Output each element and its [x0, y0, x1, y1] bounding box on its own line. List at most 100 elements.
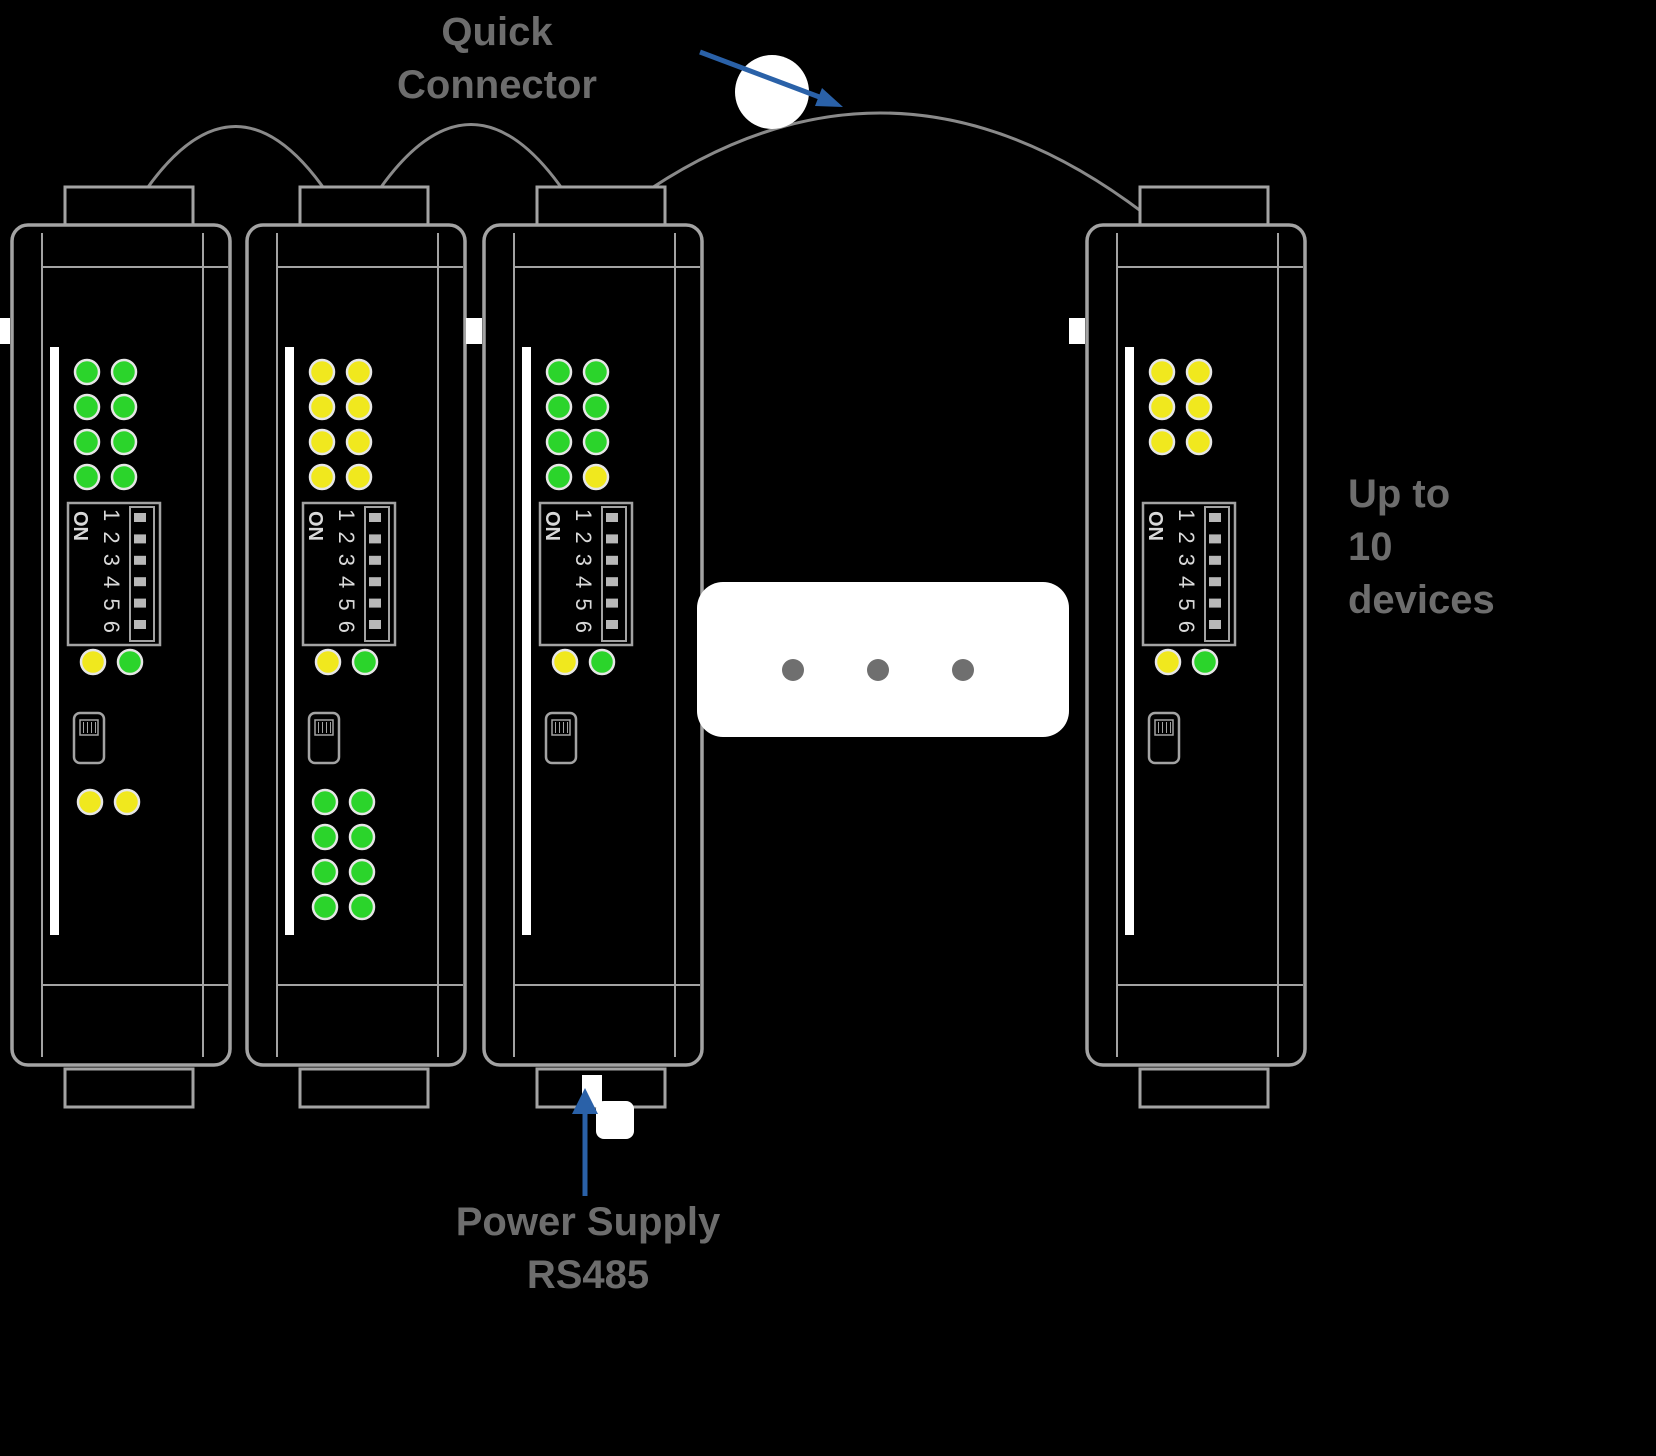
device-4: ON 1 2 3 4 5 6	[1069, 185, 1307, 1109]
led-green	[582, 358, 610, 386]
dip-on-label: ON	[1144, 511, 1166, 541]
dip-switch-tick	[606, 534, 618, 544]
led-yellow	[1154, 648, 1182, 676]
cable-arc-3	[589, 111, 1166, 236]
usb-connector	[72, 711, 106, 765]
ellipsis-dot-3	[952, 659, 974, 681]
dip-switch-tick	[606, 555, 618, 565]
connector-highlight-circle	[735, 55, 809, 129]
dip-numbers: 1 2 3 4 5 6	[99, 509, 124, 635]
led-yellow	[551, 648, 579, 676]
usb-pins-box	[314, 719, 334, 736]
ellipsis-dot-1	[782, 659, 804, 681]
dip-switch-block	[129, 506, 155, 642]
led-green	[311, 788, 339, 816]
mount-tab-bottom	[1138, 1067, 1270, 1109]
dip-switch-tick	[369, 513, 381, 522]
led-green	[73, 393, 101, 421]
mount-tab-bottom	[63, 1067, 195, 1109]
label-strip	[522, 347, 531, 935]
led-yellow	[345, 358, 373, 386]
led-yellow	[1185, 428, 1213, 456]
led-yellow	[76, 788, 104, 816]
led-green	[311, 858, 339, 886]
cable-arc-2	[350, 123, 592, 235]
led-green	[582, 428, 610, 456]
dip-switch-tick	[369, 598, 381, 608]
led-yellow	[345, 463, 373, 491]
dip-switch-tick	[369, 555, 381, 565]
usb-connector	[307, 711, 341, 765]
led-yellow	[345, 428, 373, 456]
led-green	[351, 648, 379, 676]
side-connector	[466, 318, 482, 344]
usb-shell	[1147, 711, 1181, 765]
label-strip	[285, 347, 294, 935]
led-yellow	[308, 428, 336, 456]
led-green	[348, 858, 376, 886]
led-yellow	[582, 463, 610, 491]
dip-switch-tick	[369, 577, 381, 587]
led-yellow	[1148, 428, 1176, 456]
led-yellow	[79, 648, 107, 676]
device-2: ON 1 2 3 4 5 6	[245, 185, 467, 1109]
dip-switch-tick	[134, 577, 146, 587]
led-green	[311, 823, 339, 851]
label-strip	[1125, 347, 1134, 935]
quick-connector-label: Quick Connector	[397, 10, 597, 107]
dip-switch-tick	[1209, 513, 1221, 522]
dip-numbers: 1 2 3 4 5 6	[1174, 509, 1199, 635]
led-yellow	[314, 648, 342, 676]
ellipsis-box	[697, 582, 1069, 737]
power-arrowhead	[572, 1088, 598, 1114]
led-green	[73, 358, 101, 386]
usb-connector	[544, 711, 578, 765]
mount-tab-top	[63, 185, 195, 229]
dip-on-label: ON	[304, 511, 326, 541]
led-green	[588, 648, 616, 676]
dip-switch-tick	[606, 513, 618, 522]
dip-switch-tick	[1209, 598, 1221, 608]
led-green	[582, 393, 610, 421]
led-green	[110, 393, 138, 421]
dip-switch-tick	[369, 620, 381, 629]
led-green	[311, 893, 339, 921]
dip-switch-tick	[1209, 555, 1221, 565]
dip-switch-tick	[1209, 577, 1221, 587]
led-green	[73, 428, 101, 456]
usb-pins-box	[79, 719, 99, 736]
dip-switch-tick	[606, 598, 618, 608]
led-yellow	[308, 463, 336, 491]
dip-switch-tick	[1209, 620, 1221, 629]
dip-switch-box	[301, 501, 397, 647]
dip-switch-box	[538, 501, 634, 647]
ellipsis-dot-2	[867, 659, 889, 681]
mount-tab-top	[1138, 185, 1270, 229]
led-green	[110, 463, 138, 491]
led-yellow	[1185, 393, 1213, 421]
usb-pins-box	[551, 719, 571, 736]
led-yellow	[1148, 358, 1176, 386]
dip-switch-tick	[134, 620, 146, 629]
dip-switch-tick	[606, 620, 618, 629]
led-green	[545, 393, 573, 421]
mount-tab-bottom	[298, 1067, 430, 1109]
led-green	[545, 428, 573, 456]
dip-numbers: 1 2 3 4 5 6	[334, 509, 359, 635]
led-yellow	[1185, 358, 1213, 386]
led-green	[116, 648, 144, 676]
side-connector	[1069, 318, 1085, 344]
dip-switch-block	[601, 506, 627, 642]
quick-connector-arrow-shaft	[699, 49, 823, 101]
usb-shell	[307, 711, 341, 765]
side-connector	[0, 318, 10, 344]
led-yellow	[308, 393, 336, 421]
dip-on-label: ON	[541, 511, 563, 541]
usb-pins-box	[1154, 719, 1174, 736]
led-green	[348, 788, 376, 816]
led-yellow	[308, 358, 336, 386]
led-yellow	[113, 788, 141, 816]
led-green	[545, 463, 573, 491]
